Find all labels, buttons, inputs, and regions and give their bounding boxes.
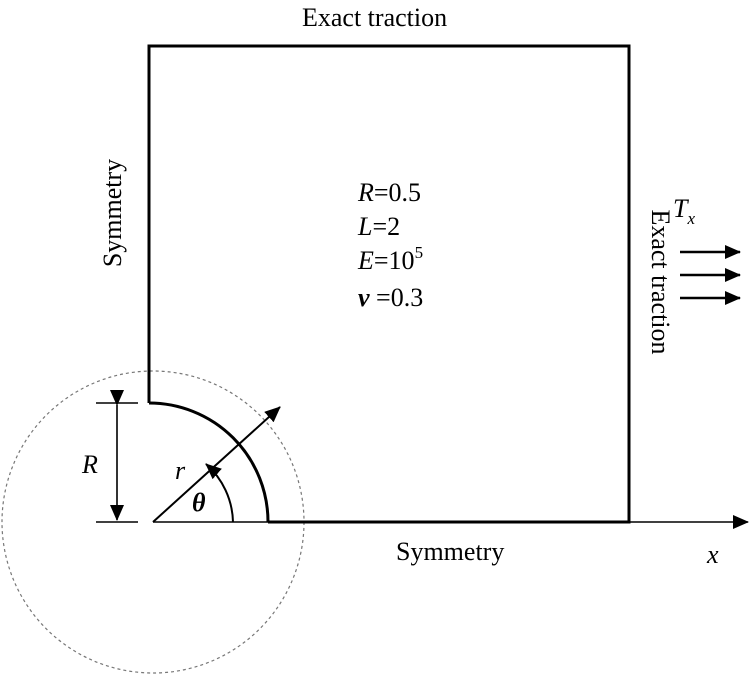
hole-arc [148,401,270,523]
param-L: L=2 [358,210,423,244]
left-boundary-label: Symmetry [98,158,127,268]
param-L-symbol: L [358,212,373,241]
param-E: E=105 [358,243,424,281]
x-axis-label: x [707,540,719,569]
param-E-symbol: E [358,246,374,275]
theta-label: θ [192,488,206,517]
dim-R-label: R [82,450,98,479]
param-nu-symbol: ν [358,283,370,312]
param-nu: ν =0.3 [358,281,423,315]
bottom-boundary-label: Symmetry [396,537,505,566]
parameters-block: R=0.5 L=2 E=105 ν =0.3 [358,176,423,315]
param-R: R=0.5 [358,176,423,210]
right-boundary-label: Exact traction [646,209,675,355]
param-E-exponent: 5 [414,243,424,262]
param-nu-value: =0.3 [369,283,424,312]
top-boundary-label: Exact traction [302,3,448,32]
theta-angle-arc [205,463,234,523]
param-R-symbol: R [358,178,374,207]
traction-symbol: T [673,194,688,223]
radial-r-label: r [175,456,186,485]
param-L-value: =2 [372,212,401,241]
traction-subscript: x [687,209,696,228]
param-E-value: =10 [373,246,415,275]
traction-label: Tx [673,194,695,228]
plate-boundary [147,44,631,524]
param-R-value: =0.5 [373,178,422,207]
